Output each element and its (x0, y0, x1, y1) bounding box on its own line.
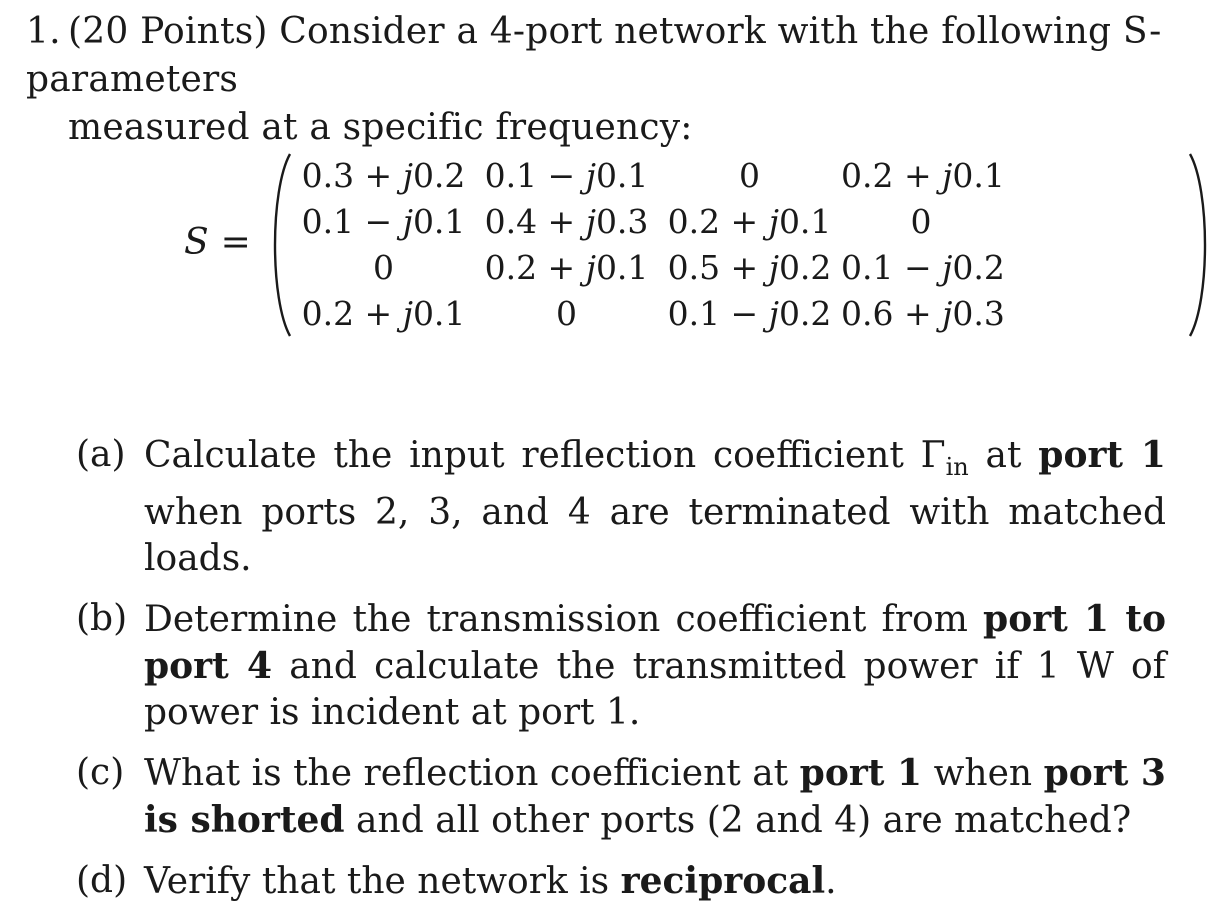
matrix-cell-r3c1: 0 (373, 248, 394, 287)
gamma-subscript: in (945, 453, 969, 481)
problem-number: 1. (26, 11, 61, 52)
part-c-text-1: What is the reflection coefficient at (144, 753, 800, 794)
part-b: (b) Determine the transmission coefficie… (76, 596, 1166, 736)
matrix-cell-r2c3: 0.2 + j0.1 (667, 202, 832, 241)
matrix-grid: 0.3 + j0.2 0.1 − j0.1 0 0.2 + j0.1 0.1 −… (292, 153, 1005, 337)
part-c-text-3: and all other ports (2 and 4) are matche… (344, 800, 1132, 841)
part-a-label: (a) (76, 434, 126, 475)
part-a-text-3: when ports 2, 3, and 4 are terminated wi… (144, 492, 1166, 579)
part-b-label: (b) (76, 598, 128, 639)
part-c-bold-1: port 1 (799, 752, 923, 794)
matrix-cell-r4c4: 0.6 + j0.3 (841, 294, 1005, 333)
sub-questions: (a) Calculate the input reflection coeff… (76, 432, 1166, 919)
matrix-cell-r4c1: 0.2 + j0.1 (301, 294, 466, 333)
matrix-cell-r1c2: 0.1 − j0.1 (484, 156, 649, 195)
matrix-cell-r2c4: 0 (910, 202, 932, 241)
part-d: (d) Verify that the network is reciproca… (76, 858, 1166, 905)
matrix-cell-r1c1: 0.3 + j0.2 (301, 156, 466, 195)
matrix-cell-r4c3: 0.1 − j0.2 (667, 294, 832, 333)
part-c-text-2: when (922, 753, 1044, 794)
problem-line-1: (20 Points) Consider a 4-port network wi… (26, 11, 1162, 100)
part-c-label: (c) (76, 752, 125, 793)
part-d-text-2: . (825, 861, 837, 902)
matrix-cell-r3c2: 0.2 + j0.1 (484, 248, 649, 287)
document-page: 1.(20 Points) Consider a 4-port network … (26, 8, 1213, 902)
part-c-bold-2: port 3 is shorted (144, 752, 1166, 841)
matrix-cell-r1c3: 0 (739, 156, 760, 195)
part-d-bold-1: reciprocal (620, 860, 826, 902)
matrix-symbol: S (184, 222, 209, 263)
part-a-text-2: at (968, 435, 1039, 476)
part-a-bold-1: port 1 (1038, 434, 1166, 476)
part-a: (a) Calculate the input reflection coeff… (76, 432, 1166, 582)
problem-line-2: measured at a specific frequency: (68, 107, 693, 148)
part-b-text-1: Determine the transmission coefficient f… (144, 599, 984, 640)
part-b-text-2: and calculate the transmitted power if 1… (144, 646, 1166, 733)
part-d-text-1: Verify that the network is (144, 861, 621, 902)
equals-sign: = (220, 222, 251, 263)
right-parenthesis (1184, 150, 1213, 340)
matrix-label: S= (184, 222, 251, 263)
matrix-cell-r3c3: 0.5 + j0.2 (667, 248, 832, 287)
gamma-symbol: Γ (920, 435, 946, 476)
matrix-cell-r1c4: 0.2 + j0.1 (841, 156, 1005, 195)
matrix-cell-r2c1: 0.1 − j0.1 (301, 202, 466, 241)
problem-statement: 1.(20 Points) Consider a 4-port network … (26, 8, 1196, 152)
matrix-cell-r2c2: 0.4 + j0.3 (484, 202, 649, 241)
matrix-cell-r4c2: 0 (556, 294, 577, 333)
matrix-cell-r3c4: 0.1 − j0.2 (841, 248, 1005, 287)
part-d-label: (d) (76, 860, 128, 901)
part-c: (c) What is the reflection coefficient a… (76, 750, 1166, 844)
left-parenthesis (266, 150, 296, 340)
part-a-text-1: Calculate the input reflection coefficie… (144, 435, 921, 476)
part-b-bold-1: port 1 to port 4 (144, 598, 1166, 687)
